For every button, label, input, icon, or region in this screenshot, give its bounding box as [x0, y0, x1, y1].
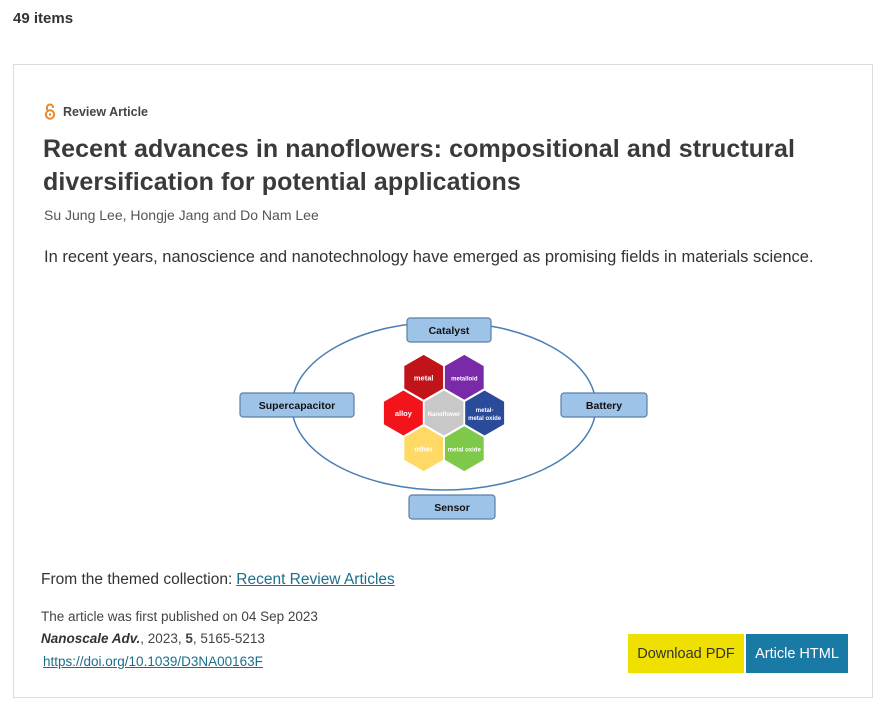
article-html-button[interactable]: Article HTML	[746, 634, 848, 673]
hex-1-hex	[443, 353, 485, 401]
article-type: Review Article	[44, 103, 148, 120]
hex-0-label: metal	[414, 373, 434, 382]
publication-date: The article was first published on 04 Se…	[41, 609, 318, 624]
citation-pages: , 5165-5213	[192, 631, 265, 646]
article-card: Review Article Recent advances in nanofl…	[13, 64, 873, 698]
nanoflower-hex	[423, 389, 465, 437]
hex-0-hex	[403, 353, 445, 401]
application-bottom: Sensor	[434, 502, 470, 514]
hex-1-label: metalloid	[451, 376, 478, 382]
citation: Nanoscale Adv., 2023, 5, 5165-5213	[41, 631, 265, 646]
hex-5-label: metal oxide	[448, 448, 482, 454]
citation-year: , 2023,	[140, 631, 186, 646]
article-type-label: Review Article	[63, 104, 148, 119]
hex-3-label: metal oxide	[468, 416, 502, 422]
open-access-icon	[44, 103, 56, 120]
hex-2-hex	[382, 389, 424, 437]
graphical-abstract[interactable]: Nanoflower metal metalloid alloy metal-metal…	[234, 313, 654, 525]
application-top: Catalyst	[429, 325, 470, 337]
hex-3-label: metal-	[476, 408, 494, 414]
doi-link[interactable]: https://doi.org/10.1039/D3NA00163F	[43, 654, 263, 669]
results-count: 49 items	[13, 10, 74, 27]
hex-3-hex	[464, 389, 506, 437]
hex-2-label: alloy	[395, 409, 413, 418]
article-title[interactable]: Recent advances in nanoflowers: composit…	[43, 135, 795, 196]
collection-prefix: From the themed collection:	[41, 571, 233, 588]
download-pdf-button[interactable]: Download PDF	[628, 634, 744, 673]
citation-volume: 5	[185, 631, 193, 646]
nanoflower-label: Nanoflower	[428, 412, 461, 418]
article-authors: Su Jung Lee, Hongje Jang and Do Nam Lee	[44, 207, 319, 223]
article-abstract: In recent years, nanoscience and nanotec…	[44, 248, 814, 266]
hex-4-label: other	[414, 445, 433, 454]
application-left: Supercapacitor	[259, 400, 335, 412]
hex-4-hex	[403, 425, 445, 473]
journal-name: Nanoscale Adv.	[41, 631, 141, 646]
application-right: Battery	[586, 400, 622, 412]
hex-5-hex	[443, 425, 485, 473]
themed-collection: From the themed collection:Recent Review…	[41, 571, 395, 589]
collection-link[interactable]: Recent Review Articles	[236, 571, 395, 588]
